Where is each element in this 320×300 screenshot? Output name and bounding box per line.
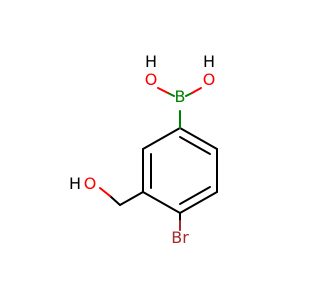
hydroxyl-1-hydrogen-label: H: [145, 52, 157, 71]
bond-boron-oh1-a: [167, 92, 175, 97]
ring-bond-c6-c1: [179, 127, 218, 150]
bond-boron-oh2-b: [191, 87, 202, 94]
bond-group: [99, 87, 218, 231]
hydroxymethyl-hydrogen-label: H: [69, 174, 81, 193]
hydroxymethyl-oxygen-label: O: [84, 174, 97, 193]
bond-c3-ch2: [119, 191, 144, 206]
ring-bond-c1-c2: [142, 127, 181, 150]
hydroxyl-1-oxygen-label: O: [145, 70, 158, 89]
ring-bond-c6-c1-inner: [179, 136, 211, 155]
hydroxyl-2-hydrogen-label: H: [203, 52, 215, 71]
ring-bond-c4-c5-inner: [179, 186, 211, 205]
ring-bond-c3-c4: [142, 191, 181, 214]
bond-ch2-oh-a: [109, 195, 121, 206]
atom-label-group: B O H O H H O Br: [69, 52, 215, 247]
boron-atom-label: B: [175, 87, 186, 106]
bond-ch2-oh-b: [99, 187, 111, 197]
hydroxyl-2-oxygen-label: O: [203, 70, 216, 89]
bond-boron-oh2-a: [185, 92, 193, 97]
bromine-atom-label: Br: [171, 228, 189, 247]
bond-boron-oh1-b: [157, 87, 169, 94]
ring-bond-c4-c5: [179, 191, 218, 214]
molecule-structure: B O H O H H O Br: [69, 52, 218, 247]
